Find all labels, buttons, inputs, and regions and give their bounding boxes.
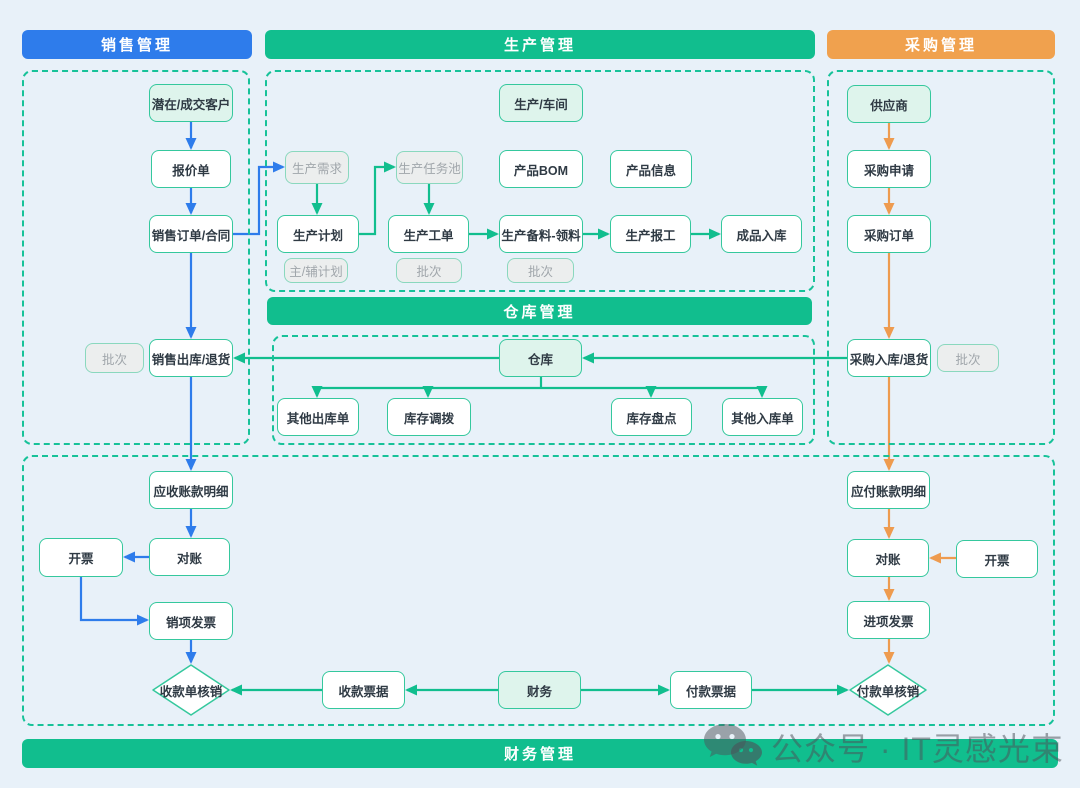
node-receivable-detail: 应收账款明细 <box>149 471 233 509</box>
node-warehouse: 仓库 <box>499 339 582 377</box>
node-purchase-order: 采购订单 <box>847 215 931 253</box>
node-finished-goods-inbound: 成品入库 <box>721 215 802 253</box>
node-invoicing-sales: 开票 <box>39 538 123 577</box>
node-sales-outbound-return: 销售出库/退货 <box>149 339 233 377</box>
header-purchase: 采购管理 <box>827 30 1055 59</box>
node-other-outbound: 其他出库单 <box>277 398 359 436</box>
node-payment-verification: 付款单核销 <box>849 664 927 716</box>
node-production-task-pool: 生产任务池 <box>396 151 463 184</box>
node-supplier: 供应商 <box>847 85 931 123</box>
node-purchase-request: 采购申请 <box>847 150 931 188</box>
node-stock-count: 库存盘点 <box>611 398 692 436</box>
node-production-report: 生产报工 <box>610 215 691 253</box>
watermark: 公众号 · IT灵感光束 <box>703 722 1064 772</box>
node-potential-customer: 潜在/成交客户 <box>149 84 233 122</box>
node-production-demand: 生产需求 <box>285 151 349 184</box>
warehouse-area <box>272 335 815 445</box>
node-sales-order-contract: 销售订单/合同 <box>149 215 233 253</box>
node-batch-purchase: 批次 <box>937 344 999 372</box>
node-main-aux-plan: 主/辅计划 <box>284 258 348 283</box>
node-product-bom: 产品BOM <box>499 150 583 188</box>
purchase-area <box>827 70 1055 445</box>
node-finance: 财务 <box>498 671 581 709</box>
node-other-inbound: 其他入库单 <box>722 398 803 436</box>
watermark-text: 公众号 · IT灵感光束 <box>771 731 1064 767</box>
node-production-plan: 生产计划 <box>277 215 359 253</box>
node-batch-sales-out: 批次 <box>85 343 144 373</box>
node-purchase-inbound-return: 采购入库/退货 <box>847 339 931 377</box>
node-receipt-bill: 收款票据 <box>322 671 405 709</box>
node-stock-transfer: 库存调拨 <box>387 398 471 436</box>
node-production-material: 生产备料-领料 <box>499 215 583 253</box>
node-product-info: 产品信息 <box>610 150 692 188</box>
sales-area <box>22 70 250 445</box>
wechat-icon <box>704 724 762 766</box>
node-production-workshop: 生产/车间 <box>499 84 583 122</box>
header-production: 生产管理 <box>265 30 815 59</box>
node-reconciliation-purchase: 对账 <box>847 539 929 577</box>
node-batch-work-order: 批次 <box>396 258 462 283</box>
node-invoicing-purchase: 开票 <box>956 540 1038 578</box>
node-batch-material: 批次 <box>507 258 574 283</box>
node-quotation: 报价单 <box>151 150 231 188</box>
header-sales: 销售管理 <box>22 30 252 59</box>
node-reconciliation-sales: 对账 <box>149 538 230 576</box>
node-input-invoice: 进项发票 <box>847 601 930 639</box>
node-output-invoice: 销项发票 <box>149 602 233 640</box>
section-bar-finance: 财务管理 <box>22 739 1058 768</box>
node-payment-bill: 付款票据 <box>670 671 752 709</box>
node-payable-detail: 应付账款明细 <box>847 471 930 509</box>
finance-area <box>22 455 1055 726</box>
node-receipt-verification: 收款单核销 <box>152 664 230 716</box>
production-area <box>265 70 815 292</box>
section-bar-warehouse: 仓库管理 <box>267 297 812 325</box>
node-production-work-order: 生产工单 <box>388 215 469 253</box>
